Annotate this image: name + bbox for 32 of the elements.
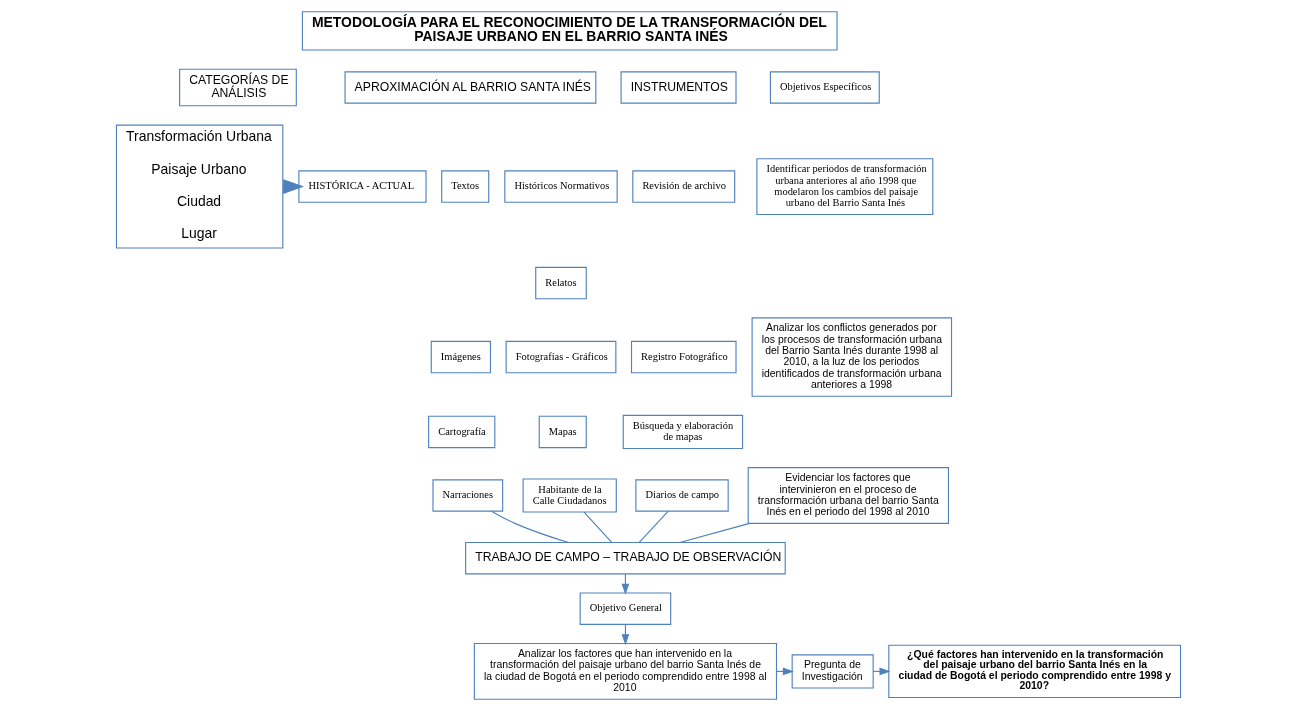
node-box: INSTRUMENTOS xyxy=(620,71,737,104)
node-box: TRABAJO DE CAMPO – TRABAJO DE OBSERVACIÓN xyxy=(465,541,786,575)
node-box: Identificar periodos de transformación urbana anteriores al año 1998 que modelaron los cambios del paisaje urbano del Barrio Santa Inés xyxy=(756,158,934,215)
node-box: Fotografías - Gráficos xyxy=(505,340,617,374)
node-box: Relatos xyxy=(535,266,587,300)
connector xyxy=(638,510,669,543)
node-box: Textos xyxy=(441,170,490,203)
node-box: METODOLOGÍA PARA EL RECONOCIMIENTO DE LA TRANSFORMACIÓN DEL PAISAJE URBANO EN EL BARRIO SANTA INÉS xyxy=(301,11,838,51)
connector xyxy=(583,511,613,543)
node-box: Objetivos Específicos xyxy=(769,71,880,104)
node-box: Analizar los conflictos generados por los procesos de transformación urbana del Barrio Santa Inés durante 1998 al 2010, a la luz de los periodos identificados de transformación urbana anteriores a 1998 xyxy=(751,317,953,397)
node-box: Búsqueda y elaboración de mapas xyxy=(622,414,744,450)
node-box: HISTÓRICA - ACTUAL xyxy=(298,170,427,203)
node-box: ¿Qué factores han intervenido en la transformación del paisaje urbano del barrio Santa Inés en la ciudad de Bogotá el periodo comprendido entre 1998 y 2010? xyxy=(888,644,1182,699)
node-box: CATEGORÍAS DE ANÁLISIS xyxy=(179,68,297,107)
node-box: Cartografía xyxy=(428,415,496,449)
node-box: Narraciones xyxy=(432,479,504,512)
node-box: APROXIMACIÓN AL BARRIO SANTA INÉS xyxy=(344,71,597,104)
node-box: Analizar los factores que han intervenido en la transformación del paisaje urbano del barrio Santa Inés de la ciudad de Bogotá en el periodo comprendido entre 1998 al 2010 xyxy=(473,642,778,700)
node-box: Registro Fotográfico xyxy=(630,340,737,374)
connector xyxy=(490,510,570,544)
node-box: Imágenes xyxy=(430,340,492,374)
node-box: Objetivo General xyxy=(579,592,672,625)
arrow xyxy=(621,573,630,595)
node-box: Mapas xyxy=(538,415,587,449)
connector xyxy=(679,522,751,544)
node-box: Habitante de la Calle Ciudadanos xyxy=(522,478,617,513)
node-box: Diarios de campo xyxy=(635,479,729,512)
node-box: Pregunta de Investigación xyxy=(791,654,874,689)
node-box: Evidenciar los factores que intervinieron en el proceso de transformación urbana del barrio Santa Inés en el periodo del 1998 al 2010 xyxy=(747,467,950,524)
node-box: Revisión de archivo xyxy=(632,170,736,203)
node-box: Históricos Normativos xyxy=(504,170,618,203)
